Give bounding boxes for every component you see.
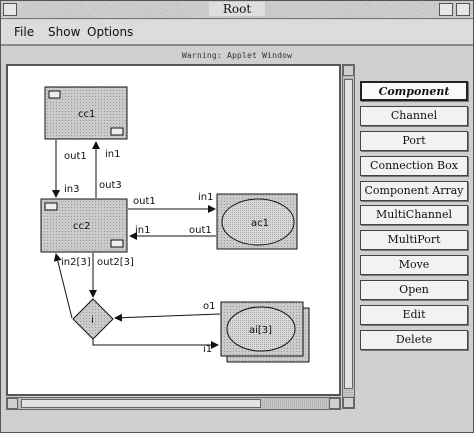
minimize-icon[interactable]	[439, 3, 453, 16]
scroll-down-icon[interactable]	[343, 397, 354, 408]
label-in1: in1	[198, 192, 213, 203]
tool-delete-button[interactable]: Delete	[360, 329, 468, 350]
tool-move-button[interactable]: Move	[360, 255, 468, 276]
label-out1: out1	[64, 151, 87, 162]
decision-node[interactable]: i	[72, 298, 114, 340]
tool-multichannel-button[interactable]: MultiChannel	[360, 205, 468, 226]
label-out2-3: out2[3]	[97, 257, 134, 268]
component-ac1[interactable]: ac1	[216, 193, 298, 250]
ai3-label: ai[3]	[249, 325, 272, 336]
cc2-port-icon	[44, 202, 58, 211]
connections	[52, 140, 221, 349]
label-in2-3: in2[3]	[61, 257, 91, 268]
vertical-scroll-thumb[interactable]	[344, 79, 353, 389]
vertical-scrollbar[interactable]	[342, 64, 355, 409]
tool-component-array-button[interactable]: Component Array	[360, 180, 468, 201]
maximize-icon[interactable]	[456, 3, 470, 16]
cc1-label: cc1	[78, 109, 95, 120]
ac1-label: ac1	[251, 218, 269, 229]
horizontal-scrollbar[interactable]	[6, 397, 341, 410]
scroll-left-icon[interactable]	[7, 398, 18, 409]
cc2-label: cc2	[73, 221, 90, 232]
cc1-port-icon	[48, 90, 61, 99]
decision-label: i	[91, 315, 94, 326]
component-cc2[interactable]: cc2	[40, 198, 128, 253]
label-i1: i1	[203, 344, 212, 355]
tool-port-button[interactable]: Port	[360, 130, 468, 151]
applet-warning: Warning: Applet Window	[181, 51, 293, 60]
menu-file[interactable]: File	[14, 25, 35, 39]
diagram-canvas[interactable]: cc1 cc2 ac1 ai[3]	[6, 64, 341, 396]
window-title: Root	[1, 2, 473, 16]
title-bar[interactable]: Root	[1, 1, 473, 19]
tool-channel-button[interactable]: Channel	[360, 105, 468, 126]
cc2-port-icon	[110, 239, 124, 248]
menu-options[interactable]: Options	[87, 25, 134, 39]
scroll-up-icon[interactable]	[343, 65, 354, 76]
component-array-ai3[interactable]: ai[3]	[220, 301, 310, 363]
scroll-right-icon[interactable]	[329, 398, 340, 409]
tool-palette: Component Channel Port Connection Box Co…	[360, 81, 470, 355]
horizontal-scroll-thumb[interactable]	[21, 399, 261, 408]
label-out3: out3	[99, 180, 122, 191]
component-cc1[interactable]: cc1	[44, 86, 128, 140]
tool-component-button[interactable]: Component	[360, 81, 468, 101]
label-out1: out1	[133, 196, 156, 207]
diagram-svg[interactable]: cc1 cc2 ac1 ai[3]	[8, 66, 339, 394]
window-menu-icon[interactable]	[3, 3, 17, 16]
cc1-port-icon	[110, 127, 124, 136]
menu-bar: File Show Options	[1, 20, 473, 46]
tool-connection-box-button[interactable]: Connection Box	[360, 155, 468, 176]
label-o1: o1	[203, 301, 215, 312]
menu-show[interactable]: Show	[48, 25, 81, 39]
label-in3: in3	[64, 184, 79, 195]
label-in1: in1	[105, 149, 120, 160]
tool-edit-button[interactable]: Edit	[360, 305, 468, 326]
tool-multiport-button[interactable]: MultiPort	[360, 230, 468, 251]
tool-open-button[interactable]: Open	[360, 280, 468, 301]
label-out1: out1	[189, 225, 212, 236]
label-in1: in1	[135, 225, 150, 236]
